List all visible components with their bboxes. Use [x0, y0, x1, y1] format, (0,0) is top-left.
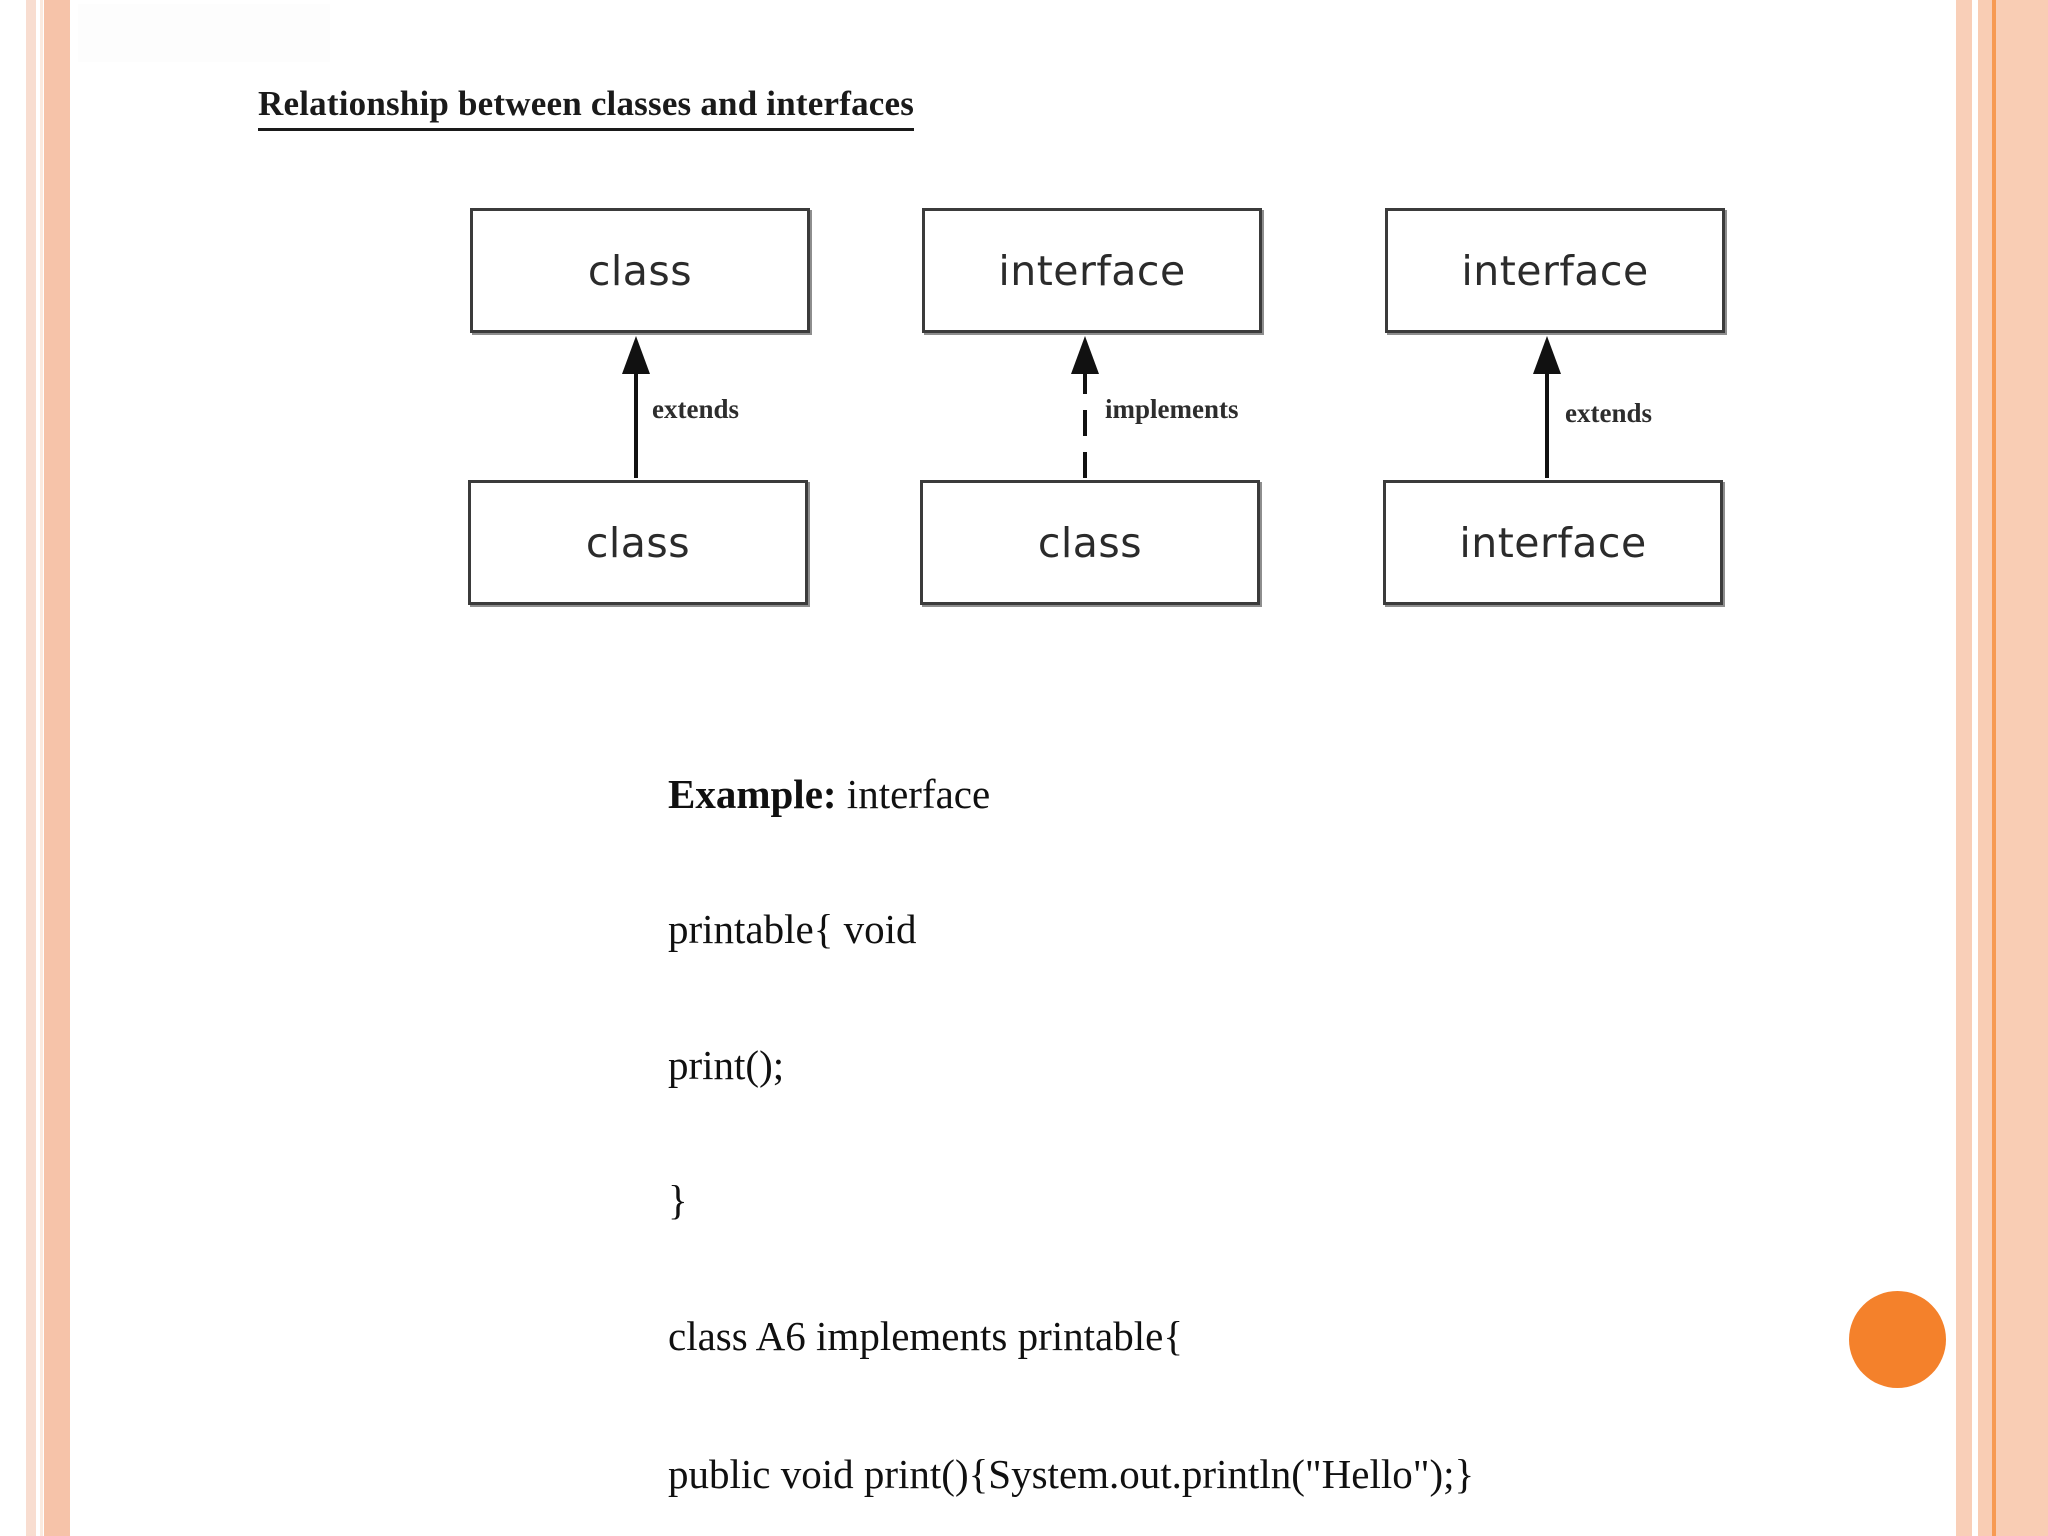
relation-label-implements: implements [1105, 394, 1239, 424]
code-line-example: Example: interface [668, 772, 1474, 817]
right-stripe-wide [1996, 0, 2048, 1536]
orange-circle-decoration [1849, 1291, 1946, 1388]
uml-box-bottom-class-2: class [920, 480, 1260, 605]
relation-label-extends-2: extends [1565, 398, 1652, 428]
uml-box-top-class: class [470, 208, 810, 333]
code-line: print(); [668, 1041, 785, 1088]
code-line: public void print(){System.out.println("… [668, 1450, 1475, 1497]
left-band-light [26, 0, 36, 1536]
page-title: Relationship between classes and interfa… [258, 84, 915, 131]
right-stripe-orange-hairline [1992, 0, 1996, 1536]
code-line: } [668, 1177, 688, 1224]
code-line: printable{ void [668, 906, 917, 953]
example-code-block: Example: interface printable{ void print… [668, 682, 1474, 1536]
code-line: class A6 implements printable{ [668, 1313, 1184, 1360]
right-stripe-inner [1956, 0, 1972, 1536]
uml-box-bottom-class: class [468, 480, 808, 605]
uml-box-top-interface: interface [922, 208, 1262, 333]
top-watermark [40, 4, 330, 62]
example-label: Example: [668, 771, 837, 818]
right-stripe-middle [1978, 0, 1992, 1536]
right-decorative-border [1848, 0, 2048, 1536]
relation-label-extends-1: extends [652, 394, 739, 424]
uml-box-top-interface-2: interface [1385, 208, 1725, 333]
left-decorative-border [0, 0, 78, 1536]
uml-box-bottom-interface: interface [1383, 480, 1723, 605]
example-rest: interface [836, 771, 991, 818]
left-band-hairline [40, 0, 43, 1536]
left-band-peach [44, 0, 70, 1536]
